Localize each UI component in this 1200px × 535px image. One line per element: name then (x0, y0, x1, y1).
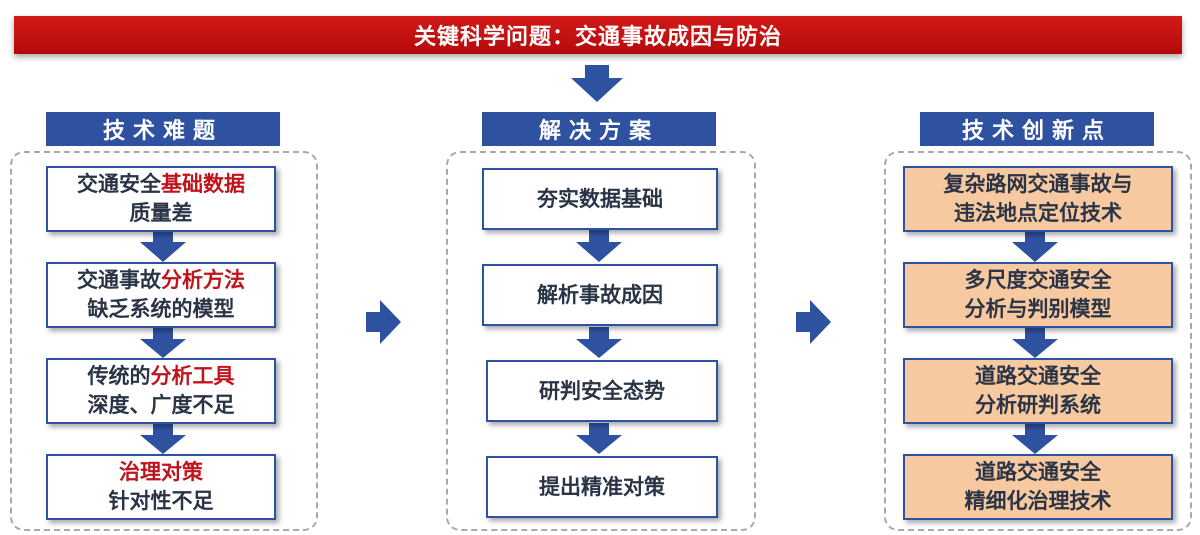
header-innovations: 技术创新点 (920, 112, 1154, 146)
difficulty-box: 交通安全基础数据 质量差 (46, 166, 276, 232)
solution-box: 夯实数据基础 (482, 168, 718, 230)
solution-box: 研判安全态势 (486, 360, 718, 422)
innovation-box: 复杂路网交通事故与 违法地点定位技术 (903, 166, 1173, 232)
down-arrow-icon (1012, 423, 1058, 454)
difficulties-group (10, 151, 318, 531)
down-arrow-icon (140, 230, 186, 262)
down-arrow-icon (140, 327, 186, 358)
difficulty-box: 交通事故分析方法 缺乏系统的模型 (46, 262, 276, 328)
innovation-box: 道路交通安全 分析研判系统 (903, 358, 1173, 424)
down-arrow-icon (576, 230, 622, 262)
right-arrow-icon (366, 300, 401, 344)
header-difficulties: 技术难题 (46, 112, 280, 146)
solution-box: 解析事故成因 (482, 264, 718, 326)
difficulty-box: 传统的分析工具 深度、广度不足 (46, 358, 276, 424)
innovations-group (884, 151, 1192, 531)
down-arrow-icon (1012, 327, 1058, 358)
header-solutions: 解决方案 (482, 112, 716, 146)
down-arrow-icon (576, 423, 622, 454)
solution-box: 提出精准对策 (486, 456, 718, 518)
down-arrow-icon (576, 327, 622, 358)
difficulty-box: 治理对策 针对性不足 (46, 454, 276, 520)
down-arrow-icon (571, 65, 623, 102)
title-banner: 关键科学问题：交通事故成因与防治 (14, 16, 1182, 54)
down-arrow-icon (1012, 230, 1058, 262)
solutions-group (446, 151, 756, 531)
innovation-box: 道路交通安全 精细化治理技术 (903, 454, 1173, 520)
innovation-box: 多尺度交通安全 分析与判别模型 (903, 262, 1173, 328)
down-arrow-icon (140, 423, 186, 454)
right-arrow-icon (796, 300, 831, 344)
